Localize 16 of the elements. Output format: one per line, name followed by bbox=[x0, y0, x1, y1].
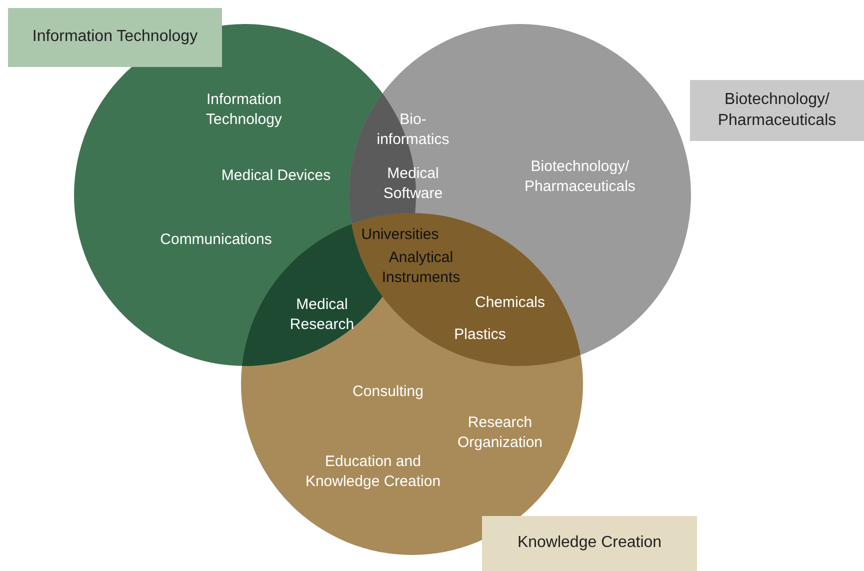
region-label: Consulting bbox=[352, 382, 424, 402]
region-label: Information Technology bbox=[205, 90, 283, 130]
category-tag: Knowledge Creation bbox=[482, 516, 697, 571]
region-label: Universities bbox=[360, 224, 440, 245]
region-label: Biotechnology/ Pharmaceuticals bbox=[524, 156, 636, 197]
region-label: Education and Knowledge Creation bbox=[304, 452, 442, 492]
region-label: Research Organization bbox=[456, 412, 544, 453]
region-label: Chemicals bbox=[474, 292, 546, 313]
region-label: Medical Devices bbox=[220, 166, 332, 186]
region-label: Analytical Instruments bbox=[380, 248, 462, 288]
region-label: Communications bbox=[159, 230, 273, 250]
region-label: Medical Research bbox=[288, 294, 356, 335]
category-tag: Information Technology bbox=[8, 8, 222, 67]
category-tag: Biotechnology/ Pharmaceuticals bbox=[690, 80, 864, 141]
region-label: Plastics bbox=[453, 324, 507, 345]
region-label: Medical Software bbox=[382, 164, 444, 204]
